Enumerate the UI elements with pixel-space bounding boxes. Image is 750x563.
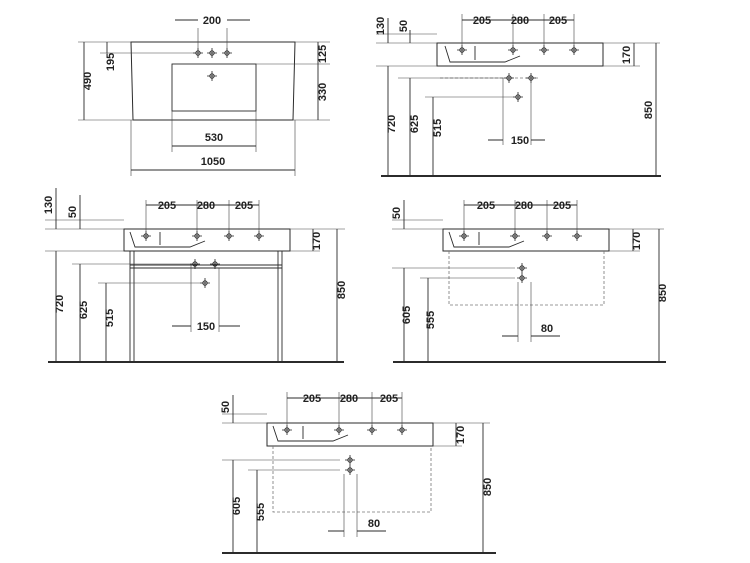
- dim-280: 280: [197, 200, 215, 212]
- basin-outline-top: [130, 41, 296, 121]
- dim-205: 205: [303, 393, 321, 405]
- drain-outlet-icon: [512, 91, 524, 103]
- drain-outlet-icon: [199, 277, 211, 289]
- dim-195: 195: [105, 53, 117, 71]
- dim-205: 205: [380, 393, 398, 405]
- basin-outline-vanity-2: [266, 422, 434, 447]
- dim-850: 850: [643, 101, 655, 119]
- dim-50: 50: [220, 401, 232, 413]
- dim-605: 605: [231, 497, 243, 515]
- vanity-unit-view-2: 205 280 205 50 605 555 80 170 850: [220, 392, 496, 554]
- dim-1050: 1050: [201, 156, 225, 168]
- dim-200: 200: [203, 15, 221, 27]
- dim-515: 515: [432, 119, 444, 137]
- dim-125: 125: [317, 45, 329, 63]
- dim-280: 280: [515, 200, 533, 212]
- dim-170: 170: [631, 232, 643, 250]
- siphon-icon: [344, 454, 356, 466]
- dim-130: 130: [375, 17, 387, 35]
- siphon-icon: [503, 72, 515, 84]
- dim-625: 625: [409, 115, 421, 133]
- bowl-outline-top: [171, 63, 257, 112]
- wall-mounted-side-view: 205 280 205 130 50 720 625 515 150 170 8…: [375, 14, 661, 177]
- dim-205: 205: [477, 200, 495, 212]
- siphon-icon: [209, 258, 221, 270]
- dim-625: 625: [78, 301, 90, 319]
- vanity-unit-view-1: 205 280 205 50 605 555 80 170 850: [391, 200, 669, 363]
- dim-205: 205: [549, 15, 567, 27]
- dim-280: 280: [511, 15, 529, 27]
- dim-850: 850: [336, 281, 348, 299]
- basin-outline-vanity-1: [442, 228, 610, 252]
- dim-330: 330: [317, 83, 329, 101]
- console-frame: [129, 251, 283, 362]
- dim-530: 530: [205, 132, 223, 144]
- dim-80: 80: [541, 323, 553, 335]
- dim-80: 80: [368, 518, 380, 530]
- dim-490: 490: [82, 72, 94, 90]
- dim-170: 170: [311, 232, 323, 250]
- basin-outline-console: [123, 228, 291, 252]
- dim-515: 515: [104, 309, 116, 327]
- dim-205: 205: [158, 200, 176, 212]
- dim-205: 205: [235, 200, 253, 212]
- dim-170: 170: [621, 46, 633, 64]
- top-view-plan: 200 490 195 125 330 530 1050: [78, 15, 330, 176]
- dim-280: 280: [340, 393, 358, 405]
- dim-555: 555: [255, 503, 267, 521]
- console-stand-view: 205 280 205 130 50 720 625 515 150 170 8…: [43, 188, 348, 363]
- siphon-icon: [189, 258, 201, 270]
- vanity-cabinet: [272, 446, 432, 513]
- dim-150: 150: [511, 135, 529, 147]
- dim-170: 170: [455, 426, 467, 444]
- dim-50: 50: [67, 206, 79, 218]
- siphon-icon: [525, 72, 537, 84]
- dim-205: 205: [473, 15, 491, 27]
- dim-850: 850: [482, 478, 494, 496]
- drain-outlet-icon: [516, 272, 528, 284]
- drain-outlet-icon: [344, 464, 356, 476]
- dim-50: 50: [398, 20, 410, 32]
- siphon-icon: [516, 262, 528, 274]
- dim-205: 205: [553, 200, 571, 212]
- dim-720: 720: [386, 115, 398, 133]
- dim-720: 720: [54, 295, 66, 313]
- dim-150: 150: [197, 321, 215, 333]
- dim-555: 555: [425, 311, 437, 329]
- dim-130: 130: [43, 196, 55, 214]
- dim-50: 50: [391, 207, 403, 219]
- dim-850: 850: [657, 284, 669, 302]
- dim-605: 605: [401, 306, 413, 324]
